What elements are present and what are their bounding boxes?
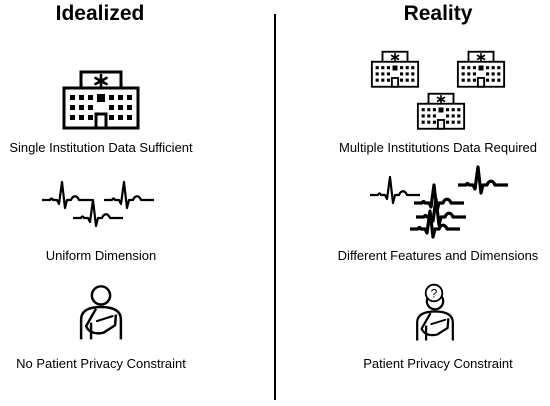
hospital-icon bbox=[62, 70, 140, 130]
question-mark: ? bbox=[431, 286, 438, 300]
single-institution-label: Single Institution Data Sufficient bbox=[9, 140, 193, 155]
no-privacy-constraint-label: No Patient Privacy Constraint bbox=[16, 356, 186, 371]
patient-icon bbox=[79, 285, 123, 341]
uniform-dimension-label: Uniform Dimension bbox=[45, 248, 157, 263]
idealized-heading: Idealized bbox=[55, 2, 145, 25]
ecg-waveforms-icon bbox=[42, 180, 154, 228]
reality-heading: Reality bbox=[403, 2, 473, 25]
privacy-constraint-label: Patient Privacy Constraint bbox=[363, 356, 513, 371]
question-bubble-icon: ? bbox=[424, 283, 444, 303]
column-divider bbox=[274, 14, 276, 400]
ecg-waveforms-overlapping-icon bbox=[370, 165, 508, 239]
different-features-label: Different Features and Dimensions bbox=[337, 248, 539, 263]
multiple-institutions-label: Multiple Institutions Data Required bbox=[339, 140, 537, 155]
hospitals-icon bbox=[370, 50, 506, 130]
